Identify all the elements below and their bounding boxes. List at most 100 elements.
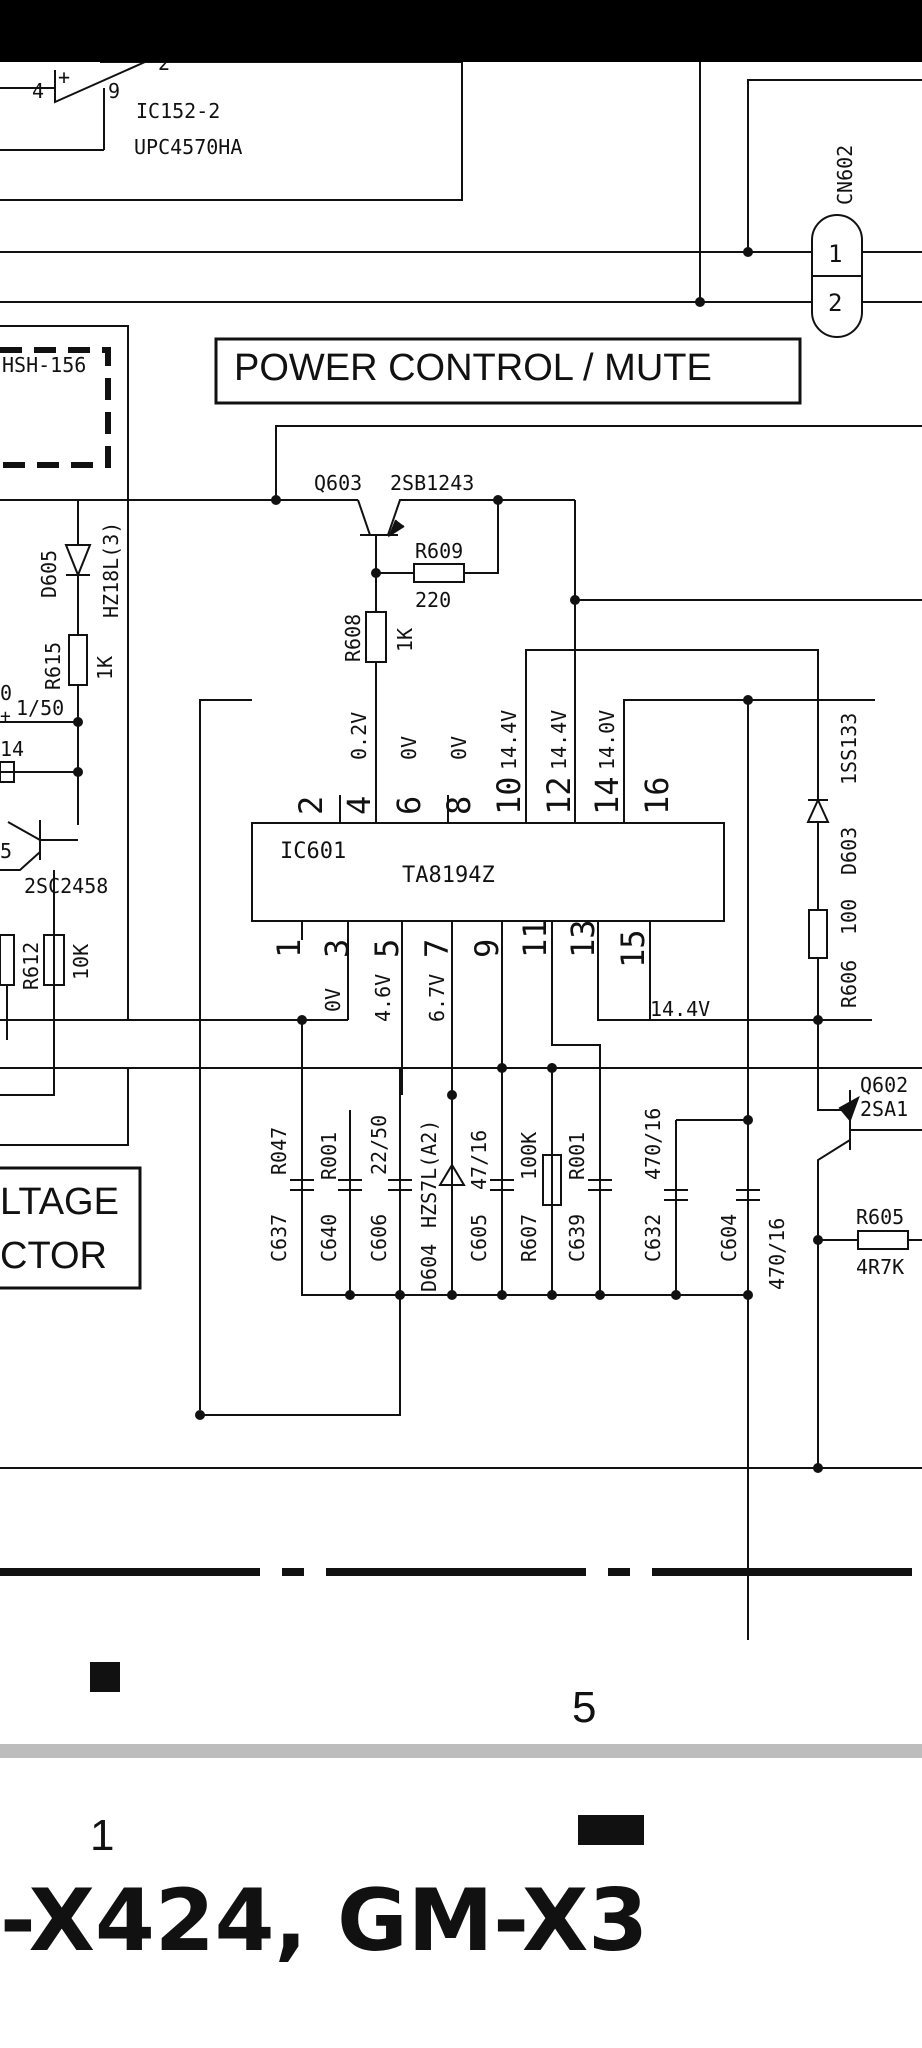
left-partial-plus: + [0, 706, 11, 727]
ic152-pin-4: 4 [32, 79, 44, 103]
d603-ref: D603 [837, 827, 861, 875]
q603-label: Q603 [314, 471, 362, 495]
page-divider-bar [0, 1744, 922, 1758]
c606-ref: C606 [367, 1214, 391, 1262]
ic601-volt-pin10: 14.4V [497, 710, 521, 770]
c605-ref: C605 [467, 1214, 491, 1262]
ic601-pin-12: 12 [540, 776, 578, 815]
c640-ref: C640 [317, 1214, 341, 1262]
r615-ref: R615 [41, 642, 65, 690]
ic601-pin-16: 16 [638, 776, 676, 815]
ic601: IC601 TA8194Z 2 4 6 8 10 12 14 16 0.2V 0… [128, 649, 875, 1640]
r612-value: 10K [69, 944, 93, 980]
cn602-pin-1: 1 [828, 240, 842, 268]
r607-value: 100K [517, 1132, 541, 1180]
c639-value: R001 [565, 1132, 589, 1180]
schematic-diagram: 4 + 9 2 IC152-2 UPC4570HA 1 2 CN602 HSH-… [0, 62, 922, 1971]
ic601-pin-3: 3 [318, 939, 356, 958]
ic601-ref: IC601 [280, 839, 346, 864]
hsh156-shield: HSH-156 [0, 325, 129, 1021]
ic152-pin-2: 2 [158, 62, 170, 75]
r606-value: 100 [837, 899, 861, 935]
d604-value: HZS7L(A2) [417, 1120, 441, 1228]
ic601-bottom-voltages: 0V 4.6V 6.7V [321, 974, 449, 1022]
grid-marker-center [578, 1815, 644, 1845]
d603-part: 1SS133 [837, 713, 861, 785]
r609-value: 220 [415, 588, 451, 612]
q603-part: 2SB1243 [390, 471, 474, 495]
ic601-pin-1: 1 [270, 939, 308, 958]
footer-models: -X424, GM-X3 [0, 1871, 648, 1971]
c605-value: 47/16 [467, 1130, 491, 1190]
ic152-opamp: 4 + 9 2 IC152-2 UPC4570HA [0, 62, 463, 201]
section-title: POWER CONTROL / MUTE [234, 347, 712, 389]
ic601-pin-2: 2 [292, 796, 330, 815]
c640-value: R001 [317, 1132, 341, 1180]
grid-marker-left [90, 1662, 120, 1692]
power-rails [0, 62, 922, 307]
left-partial-b: 1/50 [16, 696, 64, 720]
ic601-pin-10: 10 [490, 776, 528, 815]
r608-ref: R608 [341, 614, 365, 662]
r608-value: 1K [393, 628, 417, 652]
ic601-pin-8: 8 [440, 796, 478, 815]
q-left-part: 2SC2458 [24, 874, 108, 898]
r605-value: 4R7K [856, 1255, 904, 1279]
grid-col-1: 1 [90, 1811, 114, 1860]
hsh-label: HSH-156 [2, 353, 86, 377]
ic601-volt-pin8: 0V [447, 736, 471, 760]
cn602-pin-2: 2 [828, 289, 842, 317]
ic601-volt-pin12: 14.4V [547, 710, 571, 770]
c604-value: 470/16 [765, 1218, 789, 1290]
c639-ref: C639 [565, 1214, 589, 1262]
d605-part: HZ18L(3) [99, 522, 123, 618]
left-partial-a: 0 [0, 681, 12, 705]
left-partial-d: 5 [0, 839, 12, 863]
grid-col-5: 5 [572, 1683, 596, 1732]
ic601-pin-7: 7 [418, 939, 456, 958]
d603-network: D603 1SS133 R606 100 [806, 713, 872, 1021]
r606-ref: R606 [837, 960, 861, 1008]
cn602-connector: 1 2 CN602 [811, 145, 863, 338]
c637-ref: C637 [267, 1214, 291, 1262]
ic152-pin-9: 9 [108, 79, 120, 103]
ic601-top-pins: 2 4 6 8 10 12 14 16 [292, 776, 676, 815]
ic601-pin-4: 4 [340, 796, 378, 815]
c604-ref: C604 [717, 1214, 741, 1262]
top-status-bar [0, 0, 922, 62]
r612-ref: R612 [19, 942, 43, 990]
ic601-pin-13: 13 [564, 919, 602, 958]
left-partial-c: 14 [0, 737, 24, 761]
c637-value: R047 [267, 1127, 291, 1175]
ic601-pin-5: 5 [368, 939, 406, 958]
cn602-ref: CN602 [833, 145, 857, 205]
ic601-volt-pin7: 6.7V [425, 974, 449, 1022]
ic152-ref: IC152-2 [136, 99, 220, 123]
q602-network: Q602 2SA1 R605 4R7K [0, 1015, 922, 1473]
ic601-volt-pin14: 14.0V [595, 710, 619, 770]
ic601-volt-pin3: 0V [321, 988, 345, 1012]
ic601-bottom-pins: 1 3 5 7 9 11 13 15 [270, 919, 652, 968]
d604-ref: D604 [417, 1244, 441, 1292]
q602-ref: Q602 [860, 1073, 908, 1097]
ic601-part: TA8194Z [402, 863, 495, 888]
ic601-pin-9: 9 [468, 939, 506, 958]
ic601-volt-pin5: 4.6V [371, 974, 395, 1022]
r605-ref: R605 [856, 1205, 904, 1229]
ic152-part: UPC4570HA [134, 135, 242, 159]
c606-value: 22/50 [367, 1115, 391, 1175]
voltage-detector-box: LTAGE CTOR [0, 1166, 142, 1290]
section-title-box: POWER CONTROL / MUTE [214, 337, 802, 405]
d605-ref: D605 [37, 550, 61, 598]
ic601-volt-pin15: 14.4V [650, 997, 710, 1021]
d605-network: D605 HZ18L(3) R615 1K 0 + 1/50 14 5 2SC2… [0, 500, 123, 1096]
q602-part: 2SA1 [860, 1097, 908, 1121]
r615-value: 1K [93, 656, 117, 680]
ic601-volt-pin4: 0.2V [347, 712, 371, 760]
ic601-pin-14: 14 [588, 776, 626, 815]
r609-ref: R609 [415, 539, 463, 563]
ic601-pin-11: 11 [516, 919, 554, 958]
voltage-box-line1: LTAGE [0, 1181, 119, 1223]
ic601-top-voltages: 0.2V 0V 0V 14.4V 14.4V 14.0V [347, 710, 619, 770]
c632-ref: C632 [641, 1214, 665, 1262]
